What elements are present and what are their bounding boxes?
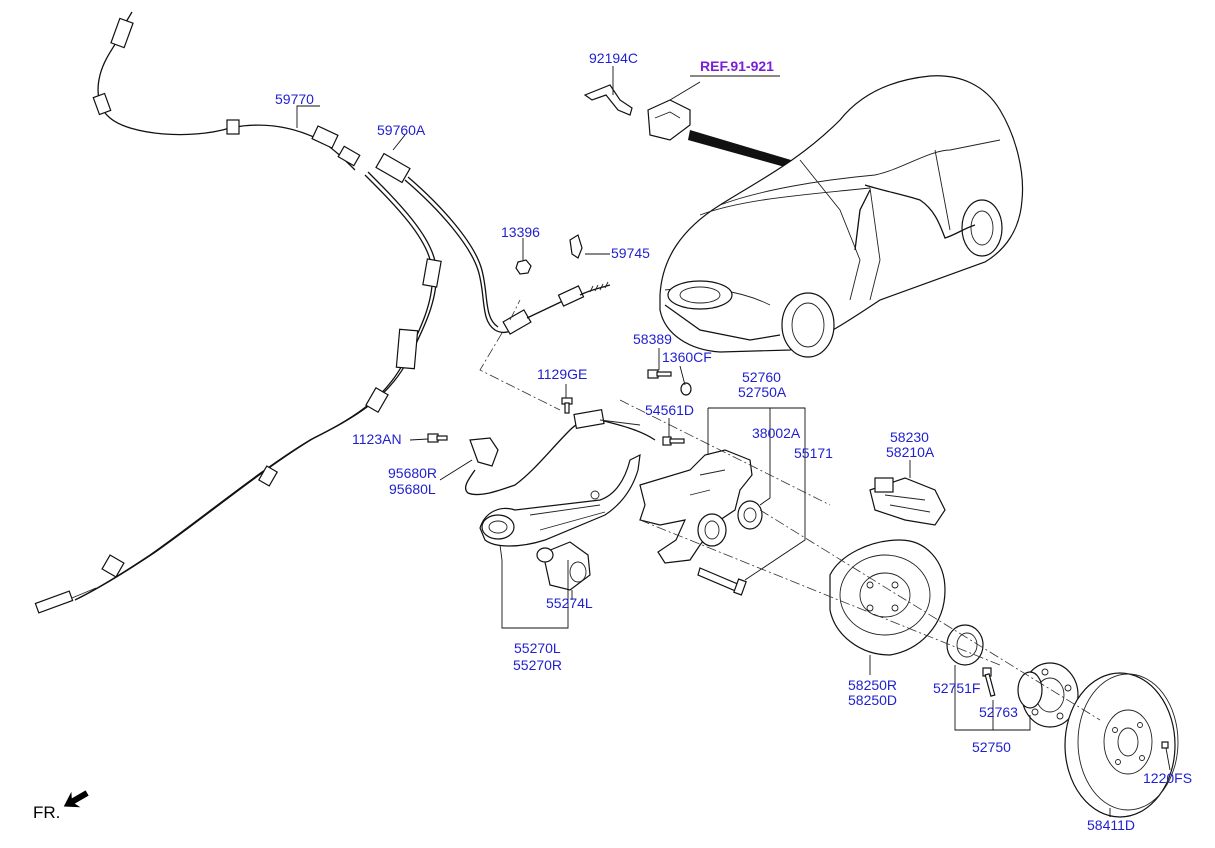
label-55274l[interactable]: 55274L	[546, 595, 593, 611]
label-52750[interactable]: 52750	[972, 739, 1011, 755]
label-55270r[interactable]: 55270R	[513, 657, 562, 673]
label-58230[interactable]: 58230	[890, 429, 929, 445]
label-59770[interactable]: 59770	[275, 91, 314, 107]
label-59760a[interactable]: 59760A	[377, 122, 426, 138]
hub-bearing-52750[interactable]	[1017, 662, 1079, 728]
label-95680l[interactable]: 95680L	[389, 481, 436, 497]
parking-brake-cable-right[interactable]	[375, 152, 611, 335]
vehicle-illustration	[659, 75, 1024, 358]
washer-1360cf[interactable]	[680, 382, 692, 396]
clip-59745[interactable]	[569, 234, 583, 259]
label-58411d[interactable]: 58411D	[1087, 817, 1135, 833]
label-38002a[interactable]: 38002A	[752, 425, 801, 441]
label-1360cf[interactable]: 1360CF	[662, 349, 712, 365]
nut-13396[interactable]	[515, 259, 532, 275]
label-55171[interactable]: 55171	[794, 445, 833, 461]
hub-bolt-52763[interactable]	[982, 667, 996, 697]
label-58250d[interactable]: 58250D	[848, 692, 897, 708]
label-59745[interactable]: 59745	[611, 245, 650, 261]
label-52750a[interactable]: 52750A	[738, 384, 787, 400]
bolt-55171[interactable]	[697, 567, 747, 596]
wheel-speed-sensor-95680[interactable]	[464, 408, 656, 496]
brake-disc-58411d[interactable]	[1064, 672, 1179, 818]
label-95680r[interactable]: 95680R	[388, 465, 437, 481]
label-58250r[interactable]: 58250R	[848, 677, 897, 693]
bushing-38002a[interactable]	[737, 500, 763, 530]
label-1123an[interactable]: 1123AN	[352, 431, 402, 447]
parking-brake-cable-main[interactable]	[92, 11, 361, 171]
front-indicator-label: FR.	[33, 803, 60, 822]
label-13396[interactable]: 13396	[501, 224, 540, 240]
trailing-arm-55270[interactable]	[479, 453, 641, 547]
ref-sensor-part[interactable]	[647, 99, 691, 141]
dust-cover-52751f[interactable]	[946, 624, 984, 666]
label-1129ge[interactable]: 1129GE	[537, 366, 587, 382]
label-52763[interactable]: 52763	[979, 704, 1018, 720]
bolt-54561d[interactable]	[662, 436, 685, 446]
label-52751f[interactable]: 52751F	[933, 680, 980, 696]
parking-brake-cable-left[interactable]	[34, 171, 442, 614]
backing-plate-58250[interactable]	[829, 539, 946, 656]
label-54561d[interactable]: 54561D	[645, 402, 694, 418]
label-92194c[interactable]: 92194C	[589, 50, 638, 66]
screw-1220fs[interactable]	[1161, 741, 1169, 749]
caliper-58230[interactable]	[869, 477, 946, 526]
label-55270l[interactable]: 55270L	[514, 640, 561, 656]
knuckle-52760[interactable]	[639, 449, 753, 564]
front-arrow-icon	[63, 790, 89, 808]
bolt-1129ge[interactable]	[561, 397, 573, 414]
bolt-58389[interactable]	[647, 369, 672, 379]
label-52760[interactable]: 52760	[742, 369, 781, 385]
label-1220fs[interactable]: 1220FS	[1143, 770, 1192, 786]
label-58389[interactable]: 58389	[633, 331, 672, 347]
bracket-92194c[interactable]	[583, 84, 633, 116]
reference-link[interactable]: REF.91-921	[700, 58, 774, 74]
leader-lines	[296, 66, 1171, 817]
bolt-1123an[interactable]	[427, 433, 448, 443]
bushing-55274l[interactable]	[536, 541, 591, 591]
label-58210a[interactable]: 58210A	[886, 444, 935, 460]
